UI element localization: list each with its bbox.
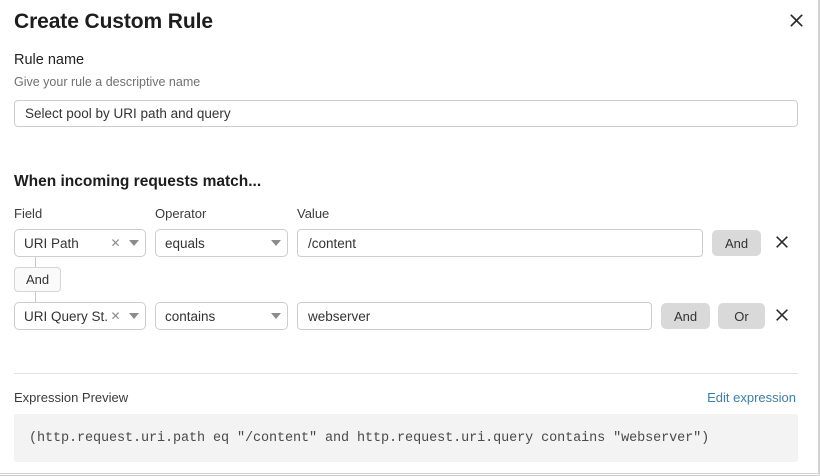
close-dialog-button[interactable] (783, 7, 809, 33)
close-icon (775, 235, 789, 252)
value-input-row-2[interactable] (297, 302, 652, 330)
close-icon (789, 13, 804, 28)
delete-row-1-button[interactable] (770, 231, 794, 255)
operator-select-row-1[interactable]: equals (155, 229, 288, 257)
column-header-operator: Operator (155, 206, 207, 221)
clear-icon[interactable]: ✕ (110, 236, 121, 250)
chevron-down-icon[interactable] (123, 230, 145, 256)
chevron-down-icon[interactable] (265, 303, 287, 329)
expression-preview-text: (http.request.uri.path eq "/content" and… (29, 430, 710, 446)
operator-select-row-2-value: contains (165, 308, 216, 324)
close-icon (775, 308, 789, 325)
delete-row-2-button[interactable] (770, 304, 794, 328)
column-header-value: Value (297, 206, 330, 221)
expression-preview-box: (http.request.uri.path eq "/content" and… (14, 414, 798, 462)
field-select-row-2-value: URI Query St... (24, 308, 108, 324)
field-select-row-1-value: URI Path (24, 235, 79, 251)
rule-name-label: Rule name (14, 52, 85, 68)
or-button-row-2[interactable]: Or (718, 303, 765, 329)
field-select-row-1[interactable]: URI Path ✕ (14, 229, 146, 257)
edit-expression-link[interactable]: Edit expression (707, 390, 796, 405)
connector-and-button[interactable]: And (14, 267, 62, 292)
value-input-row-1[interactable] (297, 229, 703, 257)
chevron-down-icon[interactable] (123, 303, 145, 329)
column-header-field: Field (14, 206, 43, 221)
rule-name-input[interactable] (14, 100, 798, 127)
match-section-heading: When incoming requests match... (14, 173, 262, 190)
expression-preview-label: Expression Preview (14, 390, 129, 405)
operator-select-row-2[interactable]: contains (155, 302, 288, 330)
chevron-down-icon[interactable] (265, 230, 287, 256)
page-title: Create Custom Rule (14, 10, 213, 33)
and-button-row-2[interactable]: And (661, 303, 711, 329)
rule-name-hint: Give your rule a descriptive name (14, 75, 201, 89)
operator-select-row-1-value: equals (165, 235, 205, 251)
field-select-row-2[interactable]: URI Query St... ✕ (14, 302, 146, 330)
and-button-row-1[interactable]: And (712, 230, 762, 256)
clear-icon[interactable]: ✕ (110, 309, 121, 323)
section-divider (14, 373, 798, 374)
